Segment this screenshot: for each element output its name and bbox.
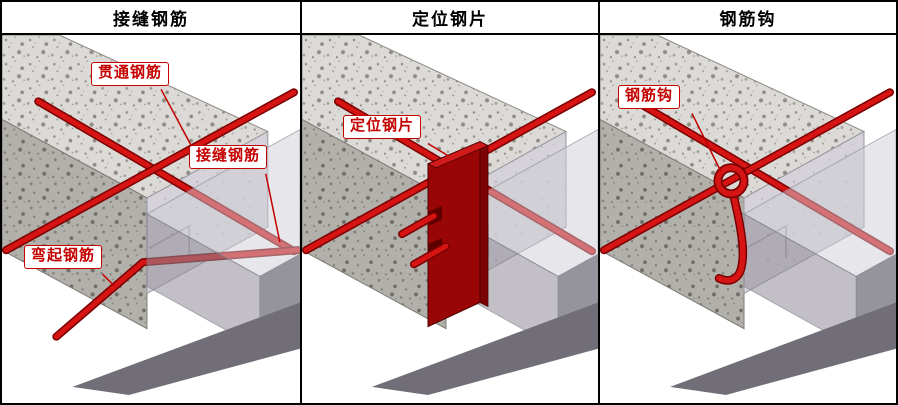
rebar-stub xyxy=(410,242,450,269)
callout-leader-hook xyxy=(691,113,722,173)
panel-body: 贯通钢筋 接缝钢筋 弯起钢筋 xyxy=(2,35,300,403)
positioning-plate xyxy=(427,140,489,328)
callout-joint-rebar: 接缝钢筋 xyxy=(189,145,268,169)
callout-leader-joint xyxy=(265,173,281,243)
callout-positioning-plate: 定位钢片 xyxy=(343,115,422,139)
rebar-stub xyxy=(398,211,438,239)
rebar-hook-shank xyxy=(714,189,748,285)
callout-leader-plate xyxy=(427,142,449,157)
rebar-hook-loop xyxy=(713,163,749,199)
panel-joint-rebar: 接缝钢筋 贯通钢筋 接缝钢筋 弯起钢筋 xyxy=(2,2,300,403)
panel-title: 定位钢片 xyxy=(302,2,598,35)
panel-rebar-hook: 钢筋钩 钢筋钩 xyxy=(598,2,896,403)
panel-title: 钢筋钩 xyxy=(600,2,896,35)
callout-leader-bent xyxy=(102,273,116,287)
illustration-joint-rebar xyxy=(2,35,300,403)
panel-body: 钢筋钩 xyxy=(600,35,896,403)
illustration-positioning-plate xyxy=(302,35,598,403)
panel-body: 定位钢片 xyxy=(302,35,598,403)
callout-bent-rebar: 弯起钢筋 xyxy=(24,245,103,269)
panel-positioning-plate: 定位钢片 xyxy=(300,2,598,403)
callout-leader-through xyxy=(160,88,192,146)
panel-title: 接缝钢筋 xyxy=(2,2,300,35)
callout-rebar-hook: 钢筋钩 xyxy=(618,85,681,109)
callout-through-rebar: 贯通钢筋 xyxy=(91,62,170,86)
illustration-rebar-hook xyxy=(600,35,896,403)
